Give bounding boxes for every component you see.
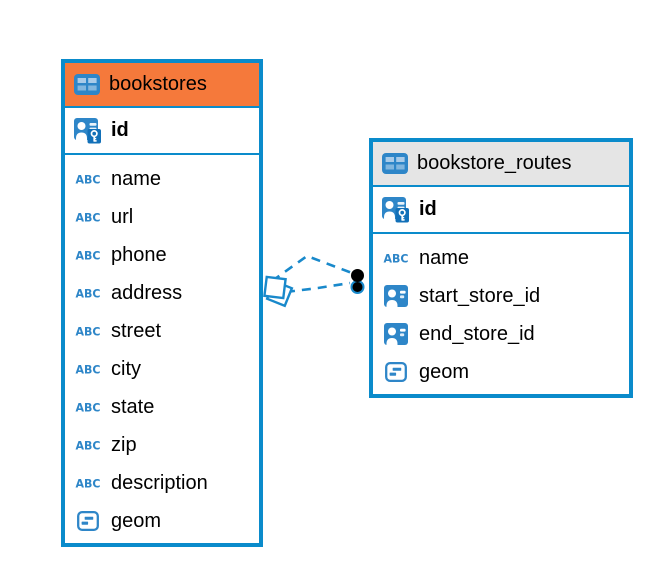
fk-icon: ABC (382, 321, 410, 347)
text-icon: ABC (75, 209, 101, 225)
primary-key-section: ABC id (65, 108, 259, 155)
table-bookstore-routes[interactable]: bookstore_routes (369, 138, 633, 398)
field-row[interactable]: ABC geom (373, 353, 629, 391)
field-name: id (419, 198, 437, 220)
geometry-icon: ABC (74, 508, 102, 534)
relationship-diamond-marker[interactable] (263, 275, 294, 308)
field-name: name (111, 167, 162, 190)
field-name: phone (111, 243, 167, 266)
text-icon: ABC (75, 437, 101, 453)
field-row[interactable]: ABC description (65, 464, 259, 502)
field-name: id (111, 119, 129, 141)
field-name: city (111, 357, 141, 380)
field-name: address (111, 281, 183, 304)
field-name: start_store_id (419, 284, 541, 307)
primary-key-section: ABC id (373, 187, 629, 234)
field-name: zip (111, 433, 137, 456)
field-row[interactable]: ABC name (65, 160, 259, 198)
table-icon (382, 153, 408, 174)
field-name: description (111, 471, 208, 494)
field-name: street (111, 319, 162, 342)
text-icon: ABC (75, 285, 101, 301)
text-icon: ABC (75, 171, 101, 187)
table-header[interactable]: bookstores (65, 63, 259, 108)
field-row[interactable]: ABC state (65, 388, 259, 426)
text-icon: ABC (75, 247, 101, 263)
field-row[interactable]: ABC url (65, 198, 259, 236)
field-row[interactable]: ABC end_store_id (373, 315, 629, 353)
field-name: url (111, 205, 134, 228)
relationship-line[interactable] (271, 254, 353, 283)
field-row[interactable]: ABC phone (65, 236, 259, 274)
field-row[interactable]: ABC geom (65, 502, 259, 540)
relationship-line[interactable] (285, 281, 351, 294)
table-icon (74, 74, 100, 95)
field-row[interactable]: ABC zip (65, 426, 259, 464)
field-row[interactable]: ABC address (65, 274, 259, 312)
text-icon: ABC (383, 250, 409, 266)
table-header[interactable]: bookstore_routes (373, 142, 629, 187)
field-name: state (111, 395, 155, 418)
field-row[interactable]: ABC city (65, 350, 259, 388)
text-icon: ABC (75, 475, 101, 491)
fields-section: ABC name (373, 234, 629, 398)
pk-icon: ABC (382, 196, 410, 223)
field-row[interactable]: ABC street (65, 312, 259, 350)
field-name: end_store_id (419, 322, 535, 345)
field-name: geom (111, 509, 162, 532)
text-icon: ABC (75, 361, 101, 377)
fk-icon: ABC (382, 283, 410, 309)
field-row[interactable]: ABC name (373, 239, 629, 277)
field-name: name (419, 246, 470, 269)
field-row[interactable]: ABC id (65, 108, 259, 153)
table-title: bookstores (109, 73, 207, 95)
field-row[interactable]: ABC id (373, 187, 629, 232)
fields-section: ABC name (65, 155, 259, 547)
table-title: bookstore_routes (417, 152, 572, 174)
text-icon: ABC (75, 399, 101, 415)
geometry-icon: ABC (382, 359, 410, 385)
table-bookstores[interactable]: bookstores (61, 59, 263, 547)
field-row[interactable]: ABC start_store_id (373, 277, 629, 315)
relationship-endpoint-dot[interactable] (350, 269, 365, 294)
pk-icon: ABC (74, 117, 102, 144)
text-icon: ABC (75, 323, 101, 339)
field-name: geom (419, 360, 470, 383)
